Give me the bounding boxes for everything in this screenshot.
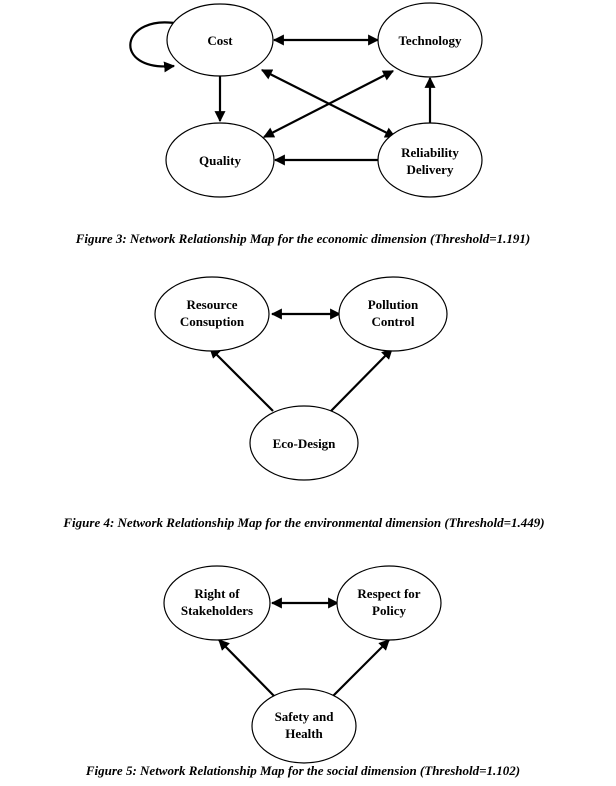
node-pollution-control: Pollution Control <box>338 276 448 352</box>
node-pollution-label-line2: Control <box>371 314 414 329</box>
figure-3: Cost Technology Quality Reliability Deli… <box>75 2 531 246</box>
node-rights-label-line2: Stakeholders <box>181 603 253 618</box>
node-quality: Quality <box>165 122 275 198</box>
node-rights-label-line1: Right of <box>194 586 240 601</box>
node-reliability-label-line1: Reliability <box>401 145 459 160</box>
figure-4: Resource Consuption Pollution Control Ec… <box>62 276 545 530</box>
node-reliability-label-line2: Delivery <box>407 162 454 177</box>
node-respect-label-line2: Policy <box>372 603 406 618</box>
node-cost-label: Cost <box>207 33 233 48</box>
figure-4-caption: Figure 4: Network Relationship Map for t… <box>62 515 544 530</box>
figure-5: Right of Stakeholders Respect for Policy… <box>85 565 520 778</box>
node-resource-label-line1: Resource <box>186 297 237 312</box>
node-reliability-delivery: Reliability Delivery <box>377 122 483 198</box>
edge-technology-quality <box>263 70 394 138</box>
node-ecodesign-label: Eco-Design <box>273 436 337 451</box>
node-safety-and-health: Safety and Health <box>251 688 357 764</box>
edge-cost-selfloop <box>129 21 181 73</box>
node-pollution-label-line1: Pollution <box>368 297 419 312</box>
node-technology: Technology <box>377 2 483 78</box>
edge-ecodesign-pollution <box>330 348 393 412</box>
node-safety-label-line2: Health <box>285 726 323 741</box>
figure-3-caption: Figure 3: Network Relationship Map for t… <box>75 231 531 246</box>
node-eco-design: Eco-Design <box>249 405 359 481</box>
node-respect-label-line1: Respect for <box>357 586 420 601</box>
node-respect-for-policy: Respect for Policy <box>336 565 442 641</box>
node-safety-label-line1: Safety and <box>275 709 335 724</box>
figure-5-caption: Figure 5: Network Relationship Map for t… <box>85 763 520 778</box>
node-quality-label: Quality <box>199 153 241 168</box>
node-resource-consuption: Resource Consuption <box>154 276 270 352</box>
edge-safety-rights <box>218 639 277 699</box>
edge-ecodesign-resource <box>209 347 274 412</box>
node-technology-label: Technology <box>398 33 462 48</box>
node-right-of-stakeholders: Right of Stakeholders <box>163 565 271 641</box>
node-resource-label-line2: Consuption <box>180 314 245 329</box>
edge-safety-respect <box>330 639 390 699</box>
node-cost: Cost <box>166 3 274 77</box>
